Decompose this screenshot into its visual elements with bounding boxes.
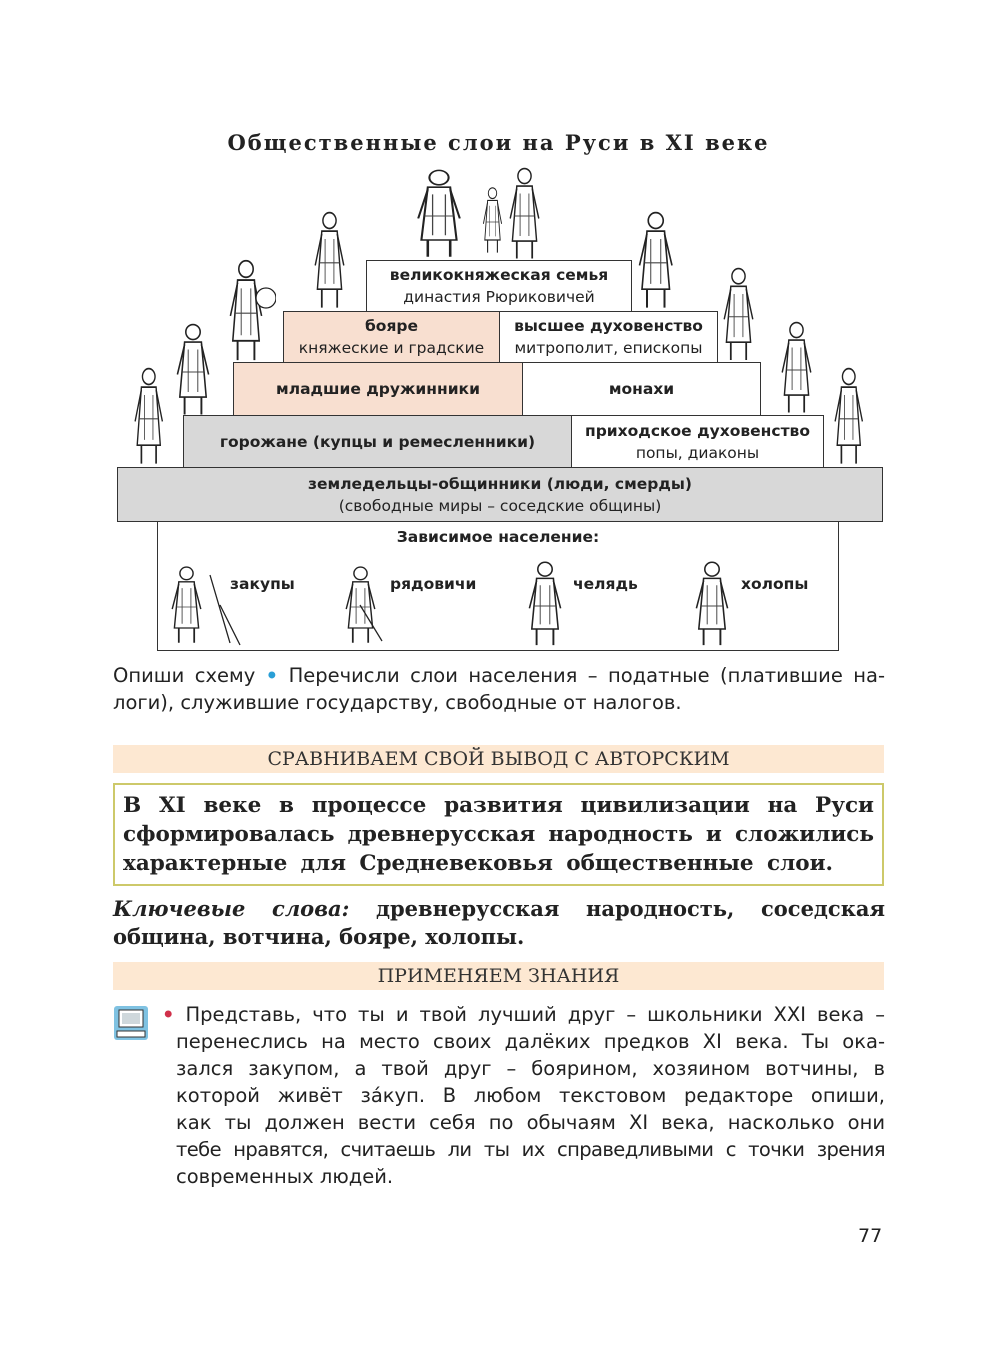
dependent-group: закупы xyxy=(230,575,295,593)
keywords-text: древнерусская народность, соседская xyxy=(375,896,886,921)
dependent-heading: Зависимое население: xyxy=(396,528,600,546)
layer-sub: митрополит, епископы xyxy=(514,339,703,357)
junior-warrior-figure xyxy=(176,323,210,416)
layer-sub: (свободные миры – соседские общины) xyxy=(338,496,662,515)
layer-name: высшее духовенство xyxy=(514,317,703,335)
layer-name: горожане (купцы и ремесленники) xyxy=(219,432,536,451)
layer-dependent: Зависимое население: xyxy=(157,521,839,651)
section-header-compare: СРАВНИВАЕМ СВОЙ ВЫВОД С АВТОРСКИМ xyxy=(113,745,884,773)
bullet-icon: • xyxy=(162,1003,175,1026)
bullet-icon: • xyxy=(265,664,279,687)
keywords-line-2: община, вотчина, бояре, холопы. xyxy=(113,924,525,949)
task-describe: Опиши схему xyxy=(113,664,256,687)
ryadovich-figure xyxy=(345,566,383,644)
layer-sub: княжеские и градские xyxy=(298,339,485,357)
layer-name: приходское духовенство xyxy=(584,421,811,440)
layer-sub: династия Рюриковичей xyxy=(403,288,595,306)
layer-name: бояре xyxy=(364,317,419,335)
dependent-group: челядь xyxy=(573,575,638,593)
exercise-line: тебе нравятся, считаешь ли ты их справед… xyxy=(176,1138,886,1161)
layer-parish-clergy: приходское духовенство попы, диаконы xyxy=(571,415,824,468)
conclusion-line: сформировалась древнерусская народность … xyxy=(123,822,874,847)
layer-name: монахи xyxy=(608,380,675,398)
dependent-group: рядовичи xyxy=(390,575,477,593)
exercise-line: зался закупом, а твой друг – боярином, х… xyxy=(176,1057,885,1080)
layer-junior-guard: младшие дружинники xyxy=(233,362,523,416)
peasant-figure xyxy=(834,367,864,465)
layer-monks: монахи xyxy=(522,362,761,416)
exercise-text: • Представь, что ты и твой лучший друг –… xyxy=(162,1001,886,1190)
layer-name: младшие дружинники xyxy=(276,380,480,398)
exercise-line: которой живёт за́куп. В любом текстовом … xyxy=(176,1084,885,1107)
computer-icon xyxy=(114,1006,148,1040)
prince-figure xyxy=(416,169,462,259)
layer-farmers: земледельцы-общинники (люди, смерды) (св… xyxy=(117,467,883,522)
metropolitan-figure xyxy=(638,211,674,309)
exercise-line: перенеслись на место своих далёких предк… xyxy=(176,1030,885,1053)
layer-townspeople: горожане (купцы и ремесленники) xyxy=(183,415,572,468)
layer-grand-family: великокняжеская семья династия Рюрикович… xyxy=(366,260,632,312)
task-list: Перечисли слои населения – податные (пла… xyxy=(288,664,885,687)
layer-name: великокняжеская семья xyxy=(389,266,609,284)
task-line-1: Опиши схему • Перечисли слои населения –… xyxy=(113,662,885,689)
kholop-figure xyxy=(695,561,729,647)
layer-high-clergy: высшее духовенство митрополит, епископы xyxy=(499,311,718,363)
conclusion-line: В XI веке в процессе развития цивилизаци… xyxy=(123,793,874,818)
chelyad-figure xyxy=(528,561,562,647)
child-figure xyxy=(482,187,503,254)
page-number: 77 xyxy=(858,1225,883,1247)
exercise-line: Представь, что ты и твой лучший друг – ш… xyxy=(185,1003,885,1026)
princess-figure xyxy=(509,167,540,260)
layer-name: земледельцы-общинники (люди, смерды) xyxy=(308,474,692,493)
exercise-line: современных людей. xyxy=(176,1165,394,1188)
exercise-line: как ты должен вести себя по обычаям XI в… xyxy=(176,1111,885,1134)
dependent-group: холопы xyxy=(741,575,809,593)
task-line-2: логи), служившие государству, свободные … xyxy=(113,691,682,714)
priest-figure xyxy=(781,321,812,414)
layer-boyars: бояре княжеские и градские xyxy=(283,311,500,363)
warrior-figure xyxy=(229,259,276,362)
keywords-line-1: Ключевые слова: древнерусская народность… xyxy=(113,895,885,923)
townsman-figure xyxy=(134,367,164,465)
keywords-label: Ключевые слова: xyxy=(113,896,350,921)
diagram-title: Общественные слои на Руси в XI веке xyxy=(227,130,770,155)
monk-figure xyxy=(723,267,754,361)
zakup-figure xyxy=(171,566,241,646)
layer-sub: попы, диаконы xyxy=(635,443,760,462)
section-header-apply: ПРИМЕНЯЕМ ЗНАНИЯ xyxy=(113,962,884,990)
conclusion-line: характерные для Средневековья общественн… xyxy=(123,851,833,876)
conclusion-box: В XI веке в процессе развития цивилизаци… xyxy=(113,783,884,886)
boyar-figure xyxy=(314,211,345,309)
